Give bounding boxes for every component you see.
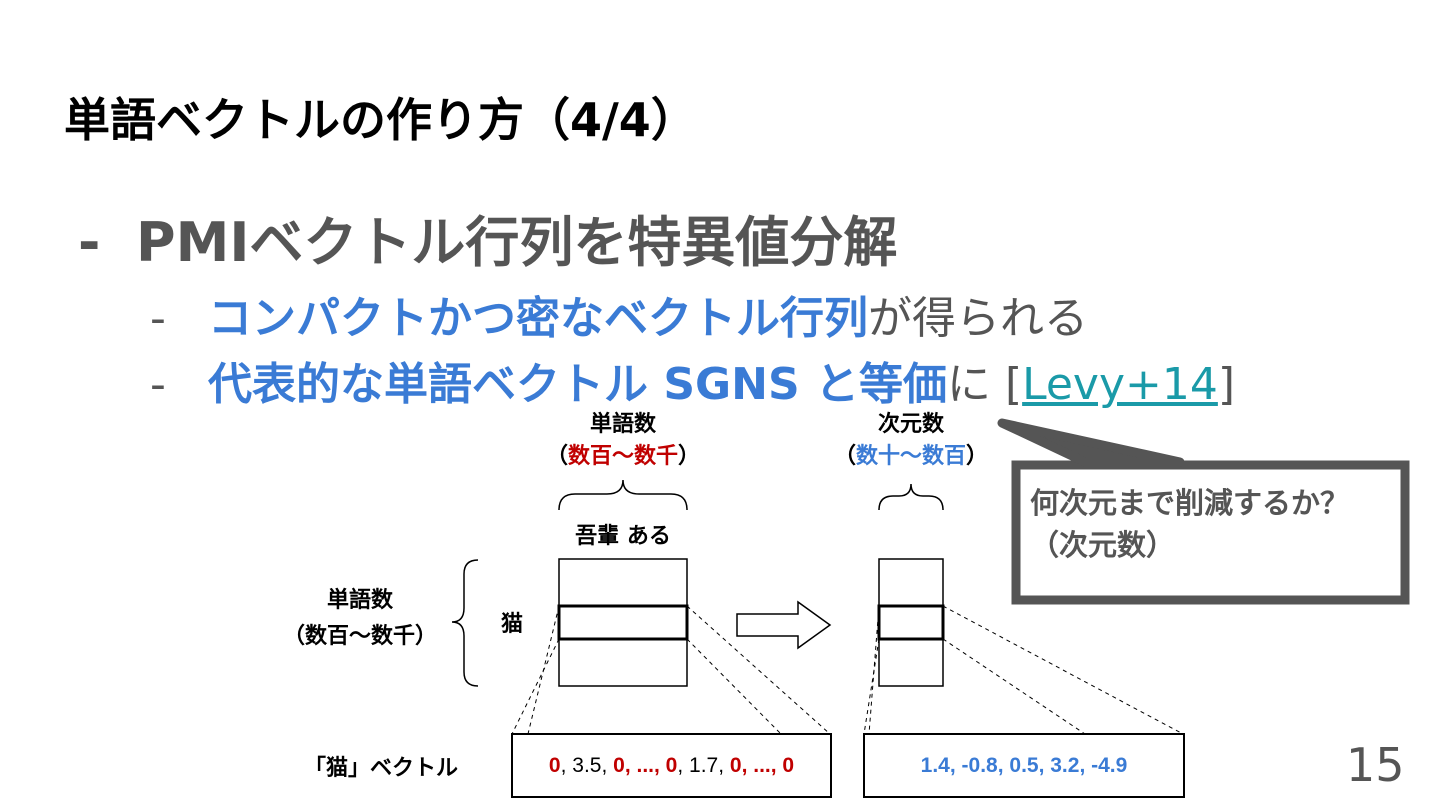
side-brace [451,559,479,687]
row-count-range: （数百〜数千） [282,624,437,649]
bullet-dash: - [150,293,166,344]
bullet-sub-1: -コンパクトかつ密なベクトル行列が得られる [150,282,1088,346]
callout-pointer [997,418,1185,467]
row-word: 猫 [500,612,523,637]
nonzero-value: 3.5 [572,754,602,777]
slide-title: 単語ベクトルの作り方（4/4） [64,93,697,147]
transform-arrow [736,600,832,650]
sparse-vector: 0, 3.5, 0, ..., 0, 1.7, 0, ..., 0 [512,752,831,780]
dimension-label: 次元数 [877,412,944,437]
row-count-label: 単語数 [326,588,393,613]
bullet-main-text: PMIベクトル行列を特異値分解 [136,211,898,274]
bullet-sub-1-highlight: コンパクトかつ密なベクトル行列 [208,293,868,344]
nonzero-value: , [677,754,690,777]
bullet-sub-2-mid: に [ [946,359,1023,410]
column-words: 吾輩 ある [575,524,671,549]
zero-value: 0, ..., 0 [729,754,795,777]
dense-matrix [878,558,944,687]
sparse-matrix [558,558,688,687]
nonzero-value: , [601,754,614,777]
vector-label: 「猫」ベクトル [303,756,458,781]
column-count-label: 単語数 [589,412,656,437]
bullet-sub-2-end: ] [1217,359,1236,410]
dense-vector: 1.4, -0.8, 0.5, 3.2, -4.9 [920,754,1128,777]
zero-value: 0 [548,754,561,777]
bullet-sub-1-rest: が得られる [868,293,1088,344]
top-brace-left [558,479,688,511]
bullet-dash: - [150,359,166,410]
bullet-sub-2: -代表的な単語ベクトル SGNS と等価に [Levy+14] [150,348,1235,412]
sparse-matrix-row [557,604,689,641]
column-count-range-value: 数百〜数千 [567,444,678,469]
nonzero-value: , [718,754,730,777]
nonzero-value: , [560,754,573,777]
bullet-dash: - [78,211,101,274]
dimension-range-value: 数十〜数百 [855,444,966,469]
reference-link[interactable]: Levy+14 [1022,359,1218,410]
bullet-sub-2-highlight: 代表的な単語ベクトル SGNS と等価 [208,359,947,410]
zero-value: 0, ..., 0 [613,754,678,777]
top-brace-right [878,483,944,511]
sparse-vector-box [511,733,832,798]
dense-matrix-row [877,604,945,641]
page-number: 15 [1346,738,1405,792]
callout-text: 何次元まで削減するか？（次元数） [1030,486,1350,562]
dimension-range: （数十〜数百） [833,444,989,469]
nonzero-value: 1.7 [689,754,719,777]
column-count-range: （数百〜数千） [545,444,701,469]
bullet-main: -PMIベクトル行列を特異値分解 [78,198,897,277]
dense-vector-box [863,733,1185,798]
